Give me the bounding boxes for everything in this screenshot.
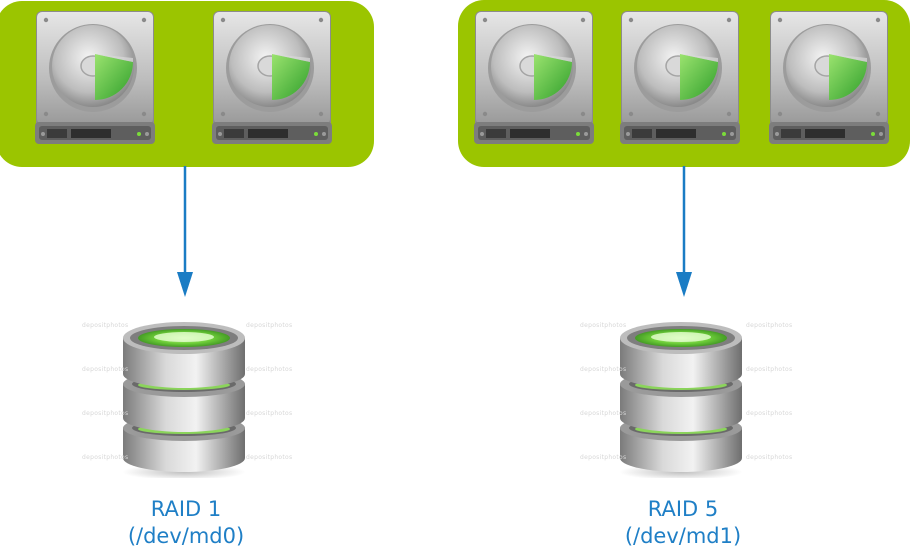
raid1-database-icon xyxy=(122,322,246,478)
watermark: depositphotos xyxy=(746,322,793,329)
hard-disk-icon xyxy=(211,10,333,145)
hard-disk-icon xyxy=(619,10,741,145)
hard-disk-icon xyxy=(34,10,156,145)
watermark: depositphotos xyxy=(746,366,793,373)
watermark: depositphotos xyxy=(580,454,627,461)
watermark: depositphotos xyxy=(746,410,793,417)
raid5-database-icon xyxy=(619,322,743,478)
watermark: depositphotos xyxy=(82,366,129,373)
hard-disk-icon xyxy=(768,10,890,145)
watermark: depositphotos xyxy=(246,410,293,417)
watermark: depositphotos xyxy=(580,322,627,329)
watermark: depositphotos xyxy=(246,454,293,461)
watermark: depositphotos xyxy=(746,454,793,461)
watermark: depositphotos xyxy=(246,322,293,329)
device-path-text: (/dev/md0) xyxy=(127,524,245,548)
watermark: depositphotos xyxy=(82,322,129,329)
raid-level-text: RAID 1 xyxy=(150,497,222,521)
watermark: depositphotos xyxy=(580,410,627,417)
raid-level-text: RAID 5 xyxy=(647,497,719,521)
raid1-label: RAID 1 (/dev/md0) xyxy=(86,496,286,550)
arrow-down-icon xyxy=(177,166,193,297)
watermark: depositphotos xyxy=(82,454,129,461)
watermark: depositphotos xyxy=(82,410,129,417)
device-path-text: (/dev/md1) xyxy=(624,524,742,548)
hard-disk-icon xyxy=(473,10,595,145)
watermark: depositphotos xyxy=(580,366,627,373)
raid5-label: RAID 5 (/dev/md1) xyxy=(583,496,783,550)
watermark: depositphotos xyxy=(246,366,293,373)
arrow-down-icon xyxy=(676,166,692,297)
